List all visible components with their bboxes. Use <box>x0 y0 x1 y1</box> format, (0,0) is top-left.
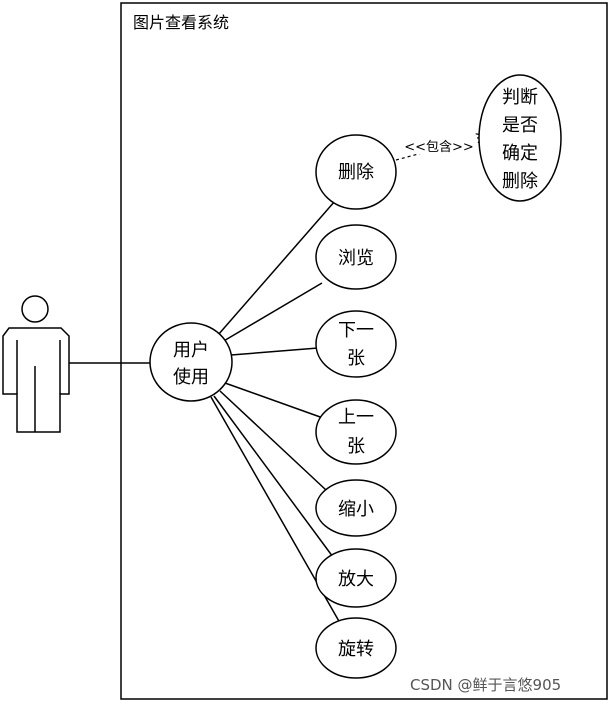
use-case-shrink: 缩小 <box>315 479 397 537</box>
use-case-rotate: 旋转 <box>315 617 397 679</box>
actor-figure <box>2 295 70 433</box>
use-case-label-line-3: 确定 <box>502 143 538 164</box>
use-case-label-line-2: 张 <box>347 436 365 457</box>
use-case-label: 放大 <box>338 569 374 590</box>
system-title: 图片查看系统 <box>133 13 229 32</box>
include-stereotype-label: <<包含>> <box>404 139 474 155</box>
use-case-prev: 上一 张 <box>315 399 397 465</box>
include-label-background <box>403 136 475 154</box>
use-case-label-line-1: 下一 <box>338 320 374 341</box>
use-case-label: 旋转 <box>338 639 374 660</box>
association-next <box>230 347 319 356</box>
use-case-next: 下一 张 <box>315 310 397 378</box>
use-case-browse: 浏览 <box>315 224 397 290</box>
use-case-label-line-4: 删除 <box>502 171 538 192</box>
use-case-label-line-2: 是否 <box>502 115 538 136</box>
association-delete <box>217 200 336 336</box>
watermark: CSDN @鲜于言悠905 <box>410 676 562 694</box>
use-case-label-line-1: 判断 <box>502 87 538 108</box>
main-use-case: 用户 使用 <box>149 322 233 402</box>
main-use-case-line-1: 用户 <box>173 340 209 361</box>
system-boundary <box>120 2 608 700</box>
use-case-label-line-2: 张 <box>347 348 365 369</box>
use-case-label-line-1: 上一 <box>338 407 374 428</box>
use-case-delete: 删除 <box>315 134 397 210</box>
association-enlarge <box>213 395 334 558</box>
use-case-confirm-delete: 判断 是否 确定 删除 <box>478 74 562 202</box>
association-prev <box>224 382 324 419</box>
association-browse <box>221 282 323 343</box>
use-case-label: 浏览 <box>338 248 374 269</box>
main-use-case-line-2: 使用 <box>173 367 209 388</box>
use-case-enlarge: 放大 <box>315 548 397 608</box>
use-case-label: 删除 <box>338 162 374 183</box>
association-shrink <box>219 390 327 491</box>
use-case-label: 缩小 <box>338 499 374 520</box>
